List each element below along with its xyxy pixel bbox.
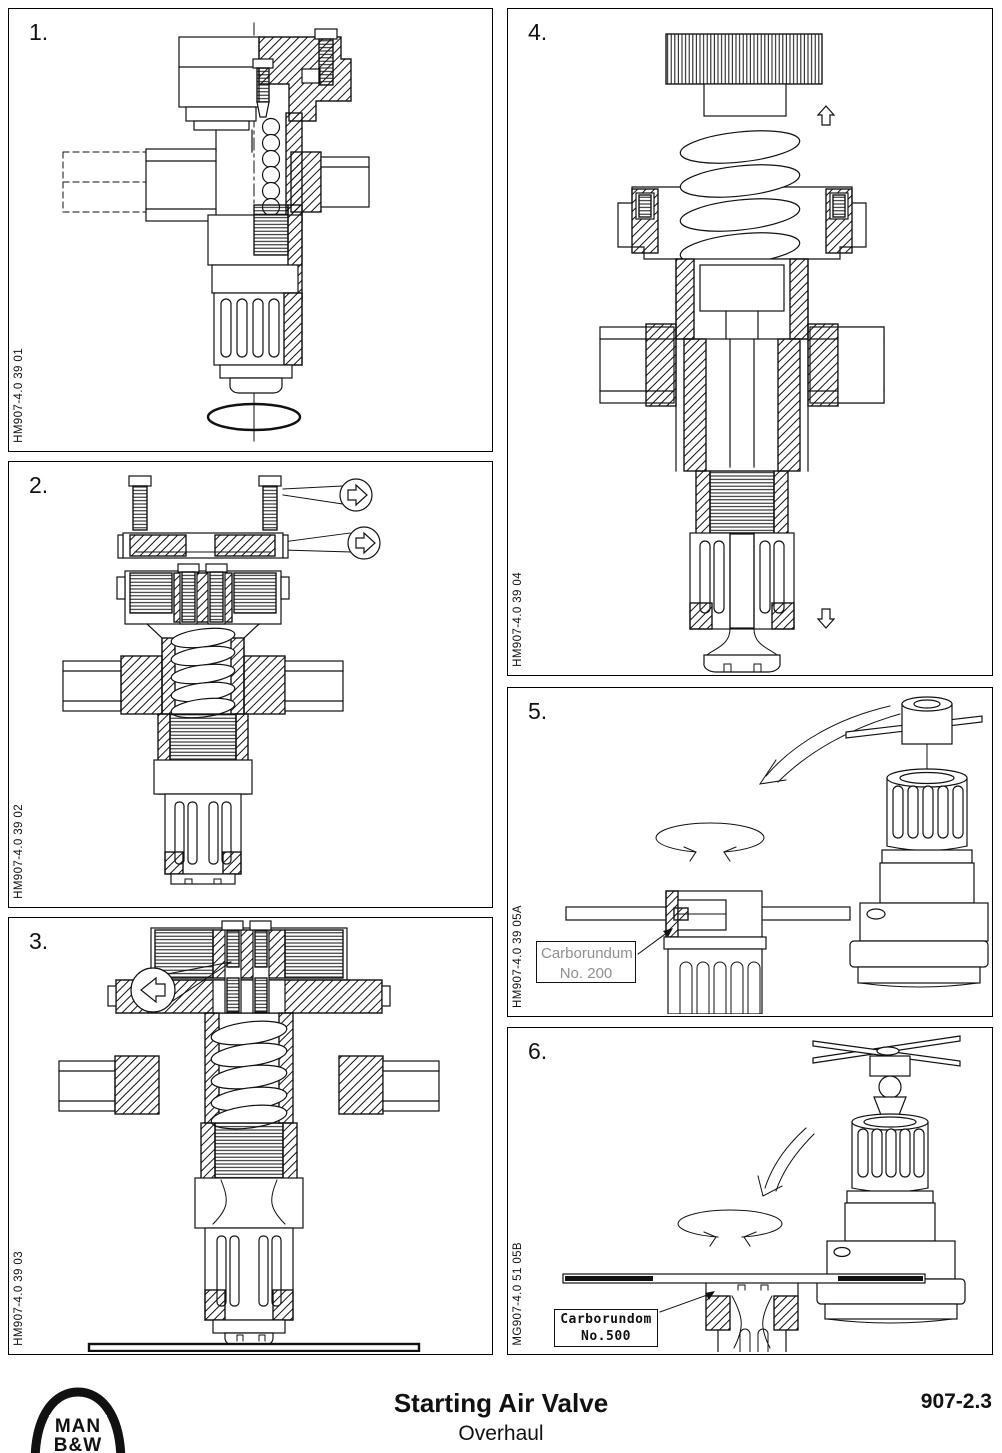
o-ring (206, 396, 302, 442)
spring-coil (170, 627, 236, 719)
callout-arrow-left-icon (130, 961, 232, 1013)
panel-1-figure-label: HM907-4.0 39 01 (13, 348, 25, 443)
bench-surface (87, 1342, 421, 1352)
callout-arrow-right-icon (282, 526, 381, 560)
panel-3-figure-label: HM907-4.0 39 03 (13, 1251, 25, 1346)
valve-housing-3d (849, 768, 989, 988)
panel-4-drawing (599, 33, 885, 673)
page-subtitle: Overhaul (458, 1422, 544, 1445)
bolt-icon (258, 475, 282, 531)
panel-5-figure-label: HM907-4.0 39 05A (512, 905, 524, 1008)
bolt-icon (314, 28, 338, 86)
carborundom-500-label: Carborundom No.500 (554, 1309, 658, 1347)
label-leader-line (637, 928, 673, 955)
panel-3: 3. HM907-4.0 39 03 (8, 917, 493, 1355)
down-arrow-icon (816, 608, 836, 629)
logo-text-man: MAN (55, 1416, 101, 1437)
panel-3-number: 3. (29, 928, 49, 954)
panel-1-drawing (62, 22, 370, 442)
man-bw-logo: MAN B&W (28, 1385, 128, 1453)
panel-5: 5. HM907-4.0 39 05A Carborundum No. 200 (507, 687, 993, 1017)
panel-5-number: 5. (528, 698, 548, 724)
carborundum-200-line1: Carborundum (541, 945, 633, 962)
man-bw-logo-drawing: MAN B&W (30, 1387, 126, 1453)
valve-housing-3d (816, 1113, 966, 1324)
panel-1-number: 1. (29, 19, 49, 45)
carborundum-200-label: Carborundum No. 200 (536, 941, 636, 983)
panel-4-number: 4. (528, 19, 548, 45)
page-number: 907-2.3 (920, 1390, 992, 1413)
screw-icon (252, 58, 274, 118)
panel-2-drawing (62, 475, 381, 885)
carborundom-500-line2: No.500 (581, 1328, 631, 1344)
spring-coil (210, 1020, 288, 1130)
grinding-operation (562, 1035, 966, 1352)
panel-2-figure-label: HM907-4.0 39 02 (13, 804, 25, 899)
bolt-icon (128, 475, 152, 531)
logo-text-bw: B&W (54, 1435, 102, 1453)
page-title: Starting Air Valve (393, 1388, 609, 1418)
label-leader-line (659, 1291, 715, 1313)
valve-exploded-view (599, 33, 885, 673)
lapping-rod (759, 906, 851, 921)
panel-3-drawing (58, 920, 440, 1352)
panel-6-drawing (562, 1035, 966, 1352)
cross-handle-tool (812, 1035, 961, 1116)
rotation-arrow-icon (655, 822, 765, 862)
spring-section (261, 117, 281, 217)
carborundum-200-line2: No. 200 (559, 964, 613, 982)
curved-arrow-icon (758, 705, 901, 785)
valve-cross-section-assembled (62, 22, 370, 442)
rotation-arrow-icon (677, 1209, 783, 1247)
lapping-rod (565, 906, 669, 921)
panel-5-drawing (565, 696, 989, 1014)
panel-4-figure-label: HM907-4.0 39 04 (512, 572, 524, 667)
panel-1: 1. HM907-4.0 39 01 (8, 8, 493, 452)
curved-arrow-icon (757, 1127, 815, 1197)
panel-6-figure-label: MG907-4.0 51 05B (512, 1242, 524, 1346)
grinding-disc (562, 1273, 926, 1284)
lapping-operation (565, 696, 989, 1014)
callout-arrow-right-icon (282, 478, 373, 512)
valve-seat-section (705, 1282, 799, 1352)
up-arrow-icon (816, 105, 836, 126)
carborundom-500-line1: Carborundom (560, 1312, 652, 1327)
valve-on-bench (58, 920, 440, 1352)
t-handle-tool (845, 696, 983, 775)
panel-6: 6. MG907-4.0 51 05B Carborundom No.500 (507, 1027, 993, 1355)
panel-2-number: 2. (29, 472, 49, 498)
logo-arch (30, 1387, 126, 1453)
panel-4: 4. HM907-4.0 39 04 (507, 8, 993, 676)
panel-2: 2. HM907-4.0 39 02 (8, 461, 493, 908)
valve-exploded-cover (62, 475, 381, 885)
spindle-guide-section (663, 890, 767, 1014)
panel-6-number: 6. (528, 1038, 548, 1064)
